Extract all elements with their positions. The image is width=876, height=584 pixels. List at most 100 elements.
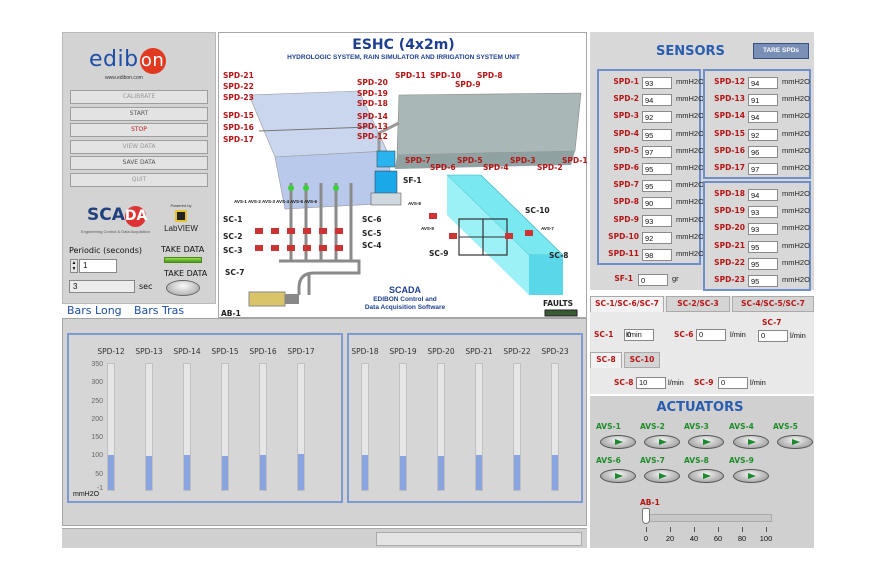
ab-1-slider-thumb[interactable] [642, 508, 650, 524]
sc-1-value: 0 [624, 329, 654, 341]
avs-label-a: A [729, 456, 735, 465]
tab-bars-tras[interactable]: Bars Tras [134, 304, 185, 317]
actuators-title: ACTUATORS [656, 400, 744, 415]
y-tick: 50 [95, 470, 103, 478]
avs-toggle-button[interactable] [600, 469, 636, 483]
avs-label: AVS-8 [684, 456, 709, 465]
sf-1-name: SF-1 [614, 274, 633, 283]
diag-ab-1: AB-1 [221, 309, 241, 318]
sensor-unit: mmH2O [676, 163, 704, 172]
avs-toggle-button[interactable] [733, 435, 769, 449]
diag-spd-18: SPD-18 [357, 99, 388, 108]
diag-spd-19: SPD-19 [357, 89, 388, 98]
avs-toggle-button[interactable] [688, 435, 724, 449]
slider-tick: 20 [665, 534, 675, 543]
avs-toggle-button[interactable] [644, 435, 680, 449]
sc-8-name: SC-8 [614, 378, 634, 387]
quit-button[interactable]: QUIT [70, 173, 208, 187]
tab-sc-1-6-7[interactable]: SC-1/SC-6/SC-7 [590, 296, 664, 312]
diag-sc-3: SC-3 [223, 246, 243, 255]
sensor-name: SPD-22 [714, 257, 745, 267]
calibrate-button[interactable]: CALIBRATE [70, 90, 208, 104]
avs-toggle-button[interactable] [644, 469, 680, 483]
sc-6-unit: l/min [730, 330, 746, 339]
bar-label: SPD-20 [427, 347, 455, 356]
avs-label: AVS-2 [640, 422, 665, 431]
bar-label: SPD-22 [503, 347, 531, 356]
avs-label-a: A [684, 456, 690, 465]
sc-1-name: SC-1 [594, 330, 614, 339]
tab-sc-10[interactable]: SC-10 [624, 352, 660, 368]
bar-label: SPD-14 [173, 347, 201, 356]
ab-1-slider-track[interactable] [646, 514, 772, 522]
labview-icon [175, 210, 187, 222]
diagram-subtitle: HYDROLOGIC SYSTEM, RAIN SIMULATOR AND IR… [287, 54, 520, 61]
ab-1-label: AB-1 [640, 498, 660, 507]
avs-label-b: VS-7 [645, 456, 665, 465]
avs-toggle-button[interactable] [777, 435, 813, 449]
bar-fill [438, 455, 444, 490]
timer-unit: sec [139, 282, 153, 291]
sensor-unit: mmH2O [782, 206, 810, 216]
avs-label-a: A [729, 422, 735, 431]
bar-label: SPD-16 [249, 347, 277, 356]
bar-track [551, 363, 559, 491]
bar-track [475, 363, 483, 491]
periodic-input[interactable]: 1 [79, 259, 117, 273]
diag-sc-6: SC-6 [362, 215, 382, 224]
sensor-value: 92 [748, 128, 778, 141]
tab-sc-2-3[interactable]: SC-2/SC-3 [666, 296, 730, 312]
sensor-value: 93 [642, 214, 672, 227]
diag-spd-13: SPD-13 [357, 122, 388, 131]
tare-spds-button[interactable]: TARE SPDs [753, 43, 809, 59]
bar-track [145, 363, 153, 491]
sensor-value: 90 [642, 197, 672, 210]
avs-toggle-button[interactable] [600, 435, 636, 449]
tab-sc-8[interactable]: SC-8 [590, 352, 622, 368]
sensor-name: SPD-18 [714, 189, 745, 198]
diag-spd-11: SPD-11 [395, 71, 426, 80]
diag-sf-1: SF-1 [403, 176, 422, 185]
logo-url: www.edibon.com [105, 75, 143, 81]
take-data-button[interactable] [166, 280, 200, 296]
avs-label-b: VS-3 [689, 422, 709, 431]
slider-tick-mark [718, 527, 719, 532]
faults-label: FAULTS [543, 299, 573, 308]
avs-toggle-button[interactable] [688, 469, 724, 483]
diag-scada-label: SCADA [388, 285, 421, 295]
sensor-name: SPD-20 [714, 223, 745, 233]
tab-sc-4-5-7[interactable]: SC-4/SC-5/SC-7 [732, 296, 814, 312]
sensor-value: 92 [642, 231, 672, 244]
process-diagram: ESHC (4x2m) HYDROLOGIC SYSTEM, RAIN SIMU… [218, 32, 588, 318]
sensor-value: 98 [642, 249, 672, 261]
sensor-value: 93 [642, 77, 672, 89]
sensors-title: SENSORS [656, 44, 725, 59]
sensor-unit: mmH2O [782, 77, 810, 86]
bar-fill [222, 456, 228, 490]
diag-sc-8: SC-8 [549, 251, 569, 260]
sensor-unit: mmH2O [782, 128, 810, 138]
avs-label-a: A [596, 422, 602, 431]
diag-spd-12: SPD-12 [357, 132, 388, 141]
save-data-button[interactable]: SAVE DATA [70, 156, 208, 170]
avs-label-b: VS-6 [601, 456, 621, 465]
periodic-spinner[interactable]: ▲▼ [70, 259, 78, 273]
diag-spd-1: SPD-1 [562, 156, 588, 165]
view-data-button[interactable]: VIEW DATA [70, 140, 208, 154]
start-button[interactable]: START [70, 107, 208, 121]
tab-bars-long[interactable]: Bars Long [67, 304, 122, 317]
stop-button[interactable]: STOP [70, 123, 208, 137]
avs-toggle-button[interactable] [733, 469, 769, 483]
sensor-name: SPD-2 [613, 94, 639, 104]
slider-tick-mark [766, 527, 767, 532]
diag-spd-16: SPD-16 [223, 123, 254, 132]
diag-avs-1: AVS-1 [234, 199, 247, 204]
